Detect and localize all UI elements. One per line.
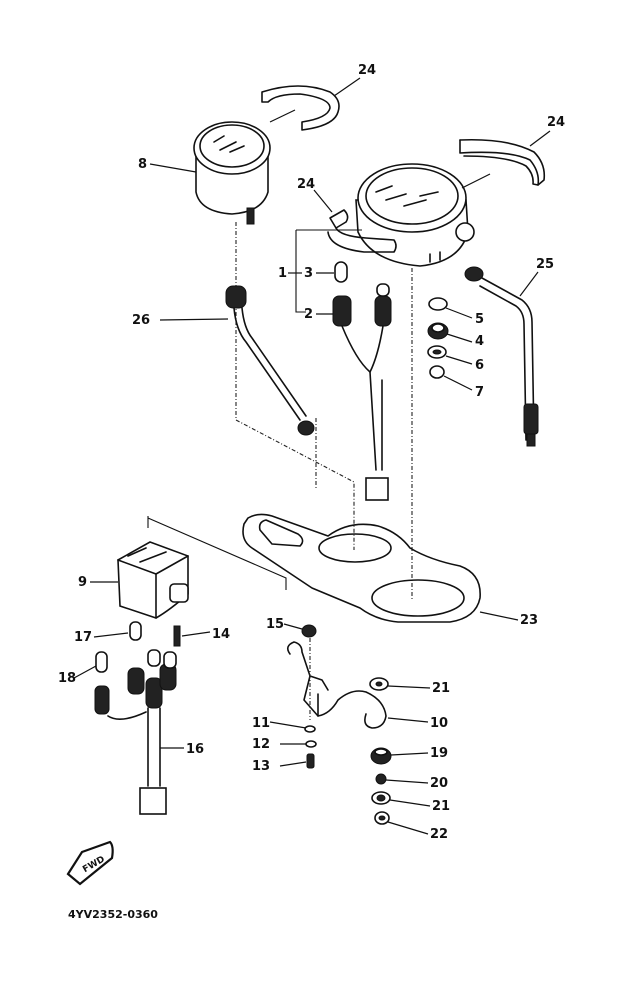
- socket-harness-part-16[interactable]: [94, 649, 177, 815]
- callout-10: 10: [430, 716, 448, 731]
- callout-8: 8: [138, 157, 147, 172]
- callout-20: 20: [430, 776, 448, 791]
- callout-9: 9: [78, 575, 87, 590]
- callout-19: 19: [430, 746, 448, 761]
- screw-part-14[interactable]: [173, 625, 181, 647]
- small-meter-part-8[interactable]: [193, 121, 271, 225]
- callout-3: 3: [304, 266, 313, 281]
- bulb-socket-part-2[interactable]: [332, 283, 392, 501]
- indicator-light-housing-part-9[interactable]: [117, 541, 189, 619]
- washer-part-5[interactable]: [428, 297, 448, 311]
- band-part-24-right[interactable]: [459, 138, 546, 186]
- band-part-24-upper[interactable]: [261, 85, 340, 131]
- collar-part-20[interactable]: [375, 773, 387, 785]
- callout-7: 7: [475, 385, 484, 400]
- callout-24-b: 24: [547, 115, 565, 130]
- callout-12: 12: [252, 737, 270, 752]
- collar-part-21-upper[interactable]: [369, 677, 389, 691]
- callout-2: 2: [304, 307, 313, 322]
- callout-21-a: 21: [432, 681, 450, 696]
- washer-part-12[interactable]: [305, 740, 317, 748]
- callout-5: 5: [475, 312, 484, 327]
- callout-22: 22: [430, 827, 448, 842]
- bolt-part-13[interactable]: [306, 753, 315, 769]
- callout-16: 16: [186, 742, 204, 757]
- callout-14: 14: [212, 627, 230, 642]
- large-meter-part-1[interactable]: [355, 163, 491, 267]
- nut-part-7[interactable]: [429, 365, 445, 379]
- tachometer-cable-part-26[interactable]: [225, 285, 315, 436]
- reference-code: 4YV2352-0360: [68, 908, 158, 921]
- callout-24-c: 24: [297, 177, 315, 192]
- damper-part-19[interactable]: [370, 747, 392, 765]
- callout-24-a: 24: [358, 63, 376, 78]
- washer-part-11[interactable]: [304, 725, 316, 733]
- grommet-part-4[interactable]: [427, 322, 449, 340]
- front-direction-arrow: FWD: [66, 840, 114, 886]
- washer-part-6[interactable]: [427, 345, 447, 359]
- callout-1: 1: [278, 266, 287, 281]
- callout-13: 13: [252, 759, 270, 774]
- bulb-part-3[interactable]: [334, 261, 348, 283]
- callout-18: 18: [58, 671, 76, 686]
- callout-26: 26: [132, 313, 150, 328]
- nut-part-22[interactable]: [374, 811, 390, 825]
- speedometer-cable-part-25[interactable]: [464, 266, 539, 447]
- bulb-part-17[interactable]: [129, 621, 142, 641]
- callout-21-b: 21: [432, 799, 450, 814]
- nut-part-15[interactable]: [301, 624, 317, 638]
- washer-part-21-lower[interactable]: [371, 791, 391, 805]
- callout-15: 15: [266, 617, 284, 632]
- callout-23: 23: [520, 613, 538, 628]
- meter-stay-part-10[interactable]: [286, 641, 387, 729]
- callout-4: 4: [475, 334, 484, 349]
- band-part-24-left-bracket[interactable]: [327, 209, 397, 253]
- callout-11: 11: [252, 716, 270, 731]
- callout-6: 6: [475, 358, 484, 373]
- bulb-part-18[interactable]: [95, 651, 108, 673]
- callout-17: 17: [74, 630, 92, 645]
- meter-bracket-part-23[interactable]: [147, 513, 481, 623]
- callout-25: 25: [536, 257, 554, 272]
